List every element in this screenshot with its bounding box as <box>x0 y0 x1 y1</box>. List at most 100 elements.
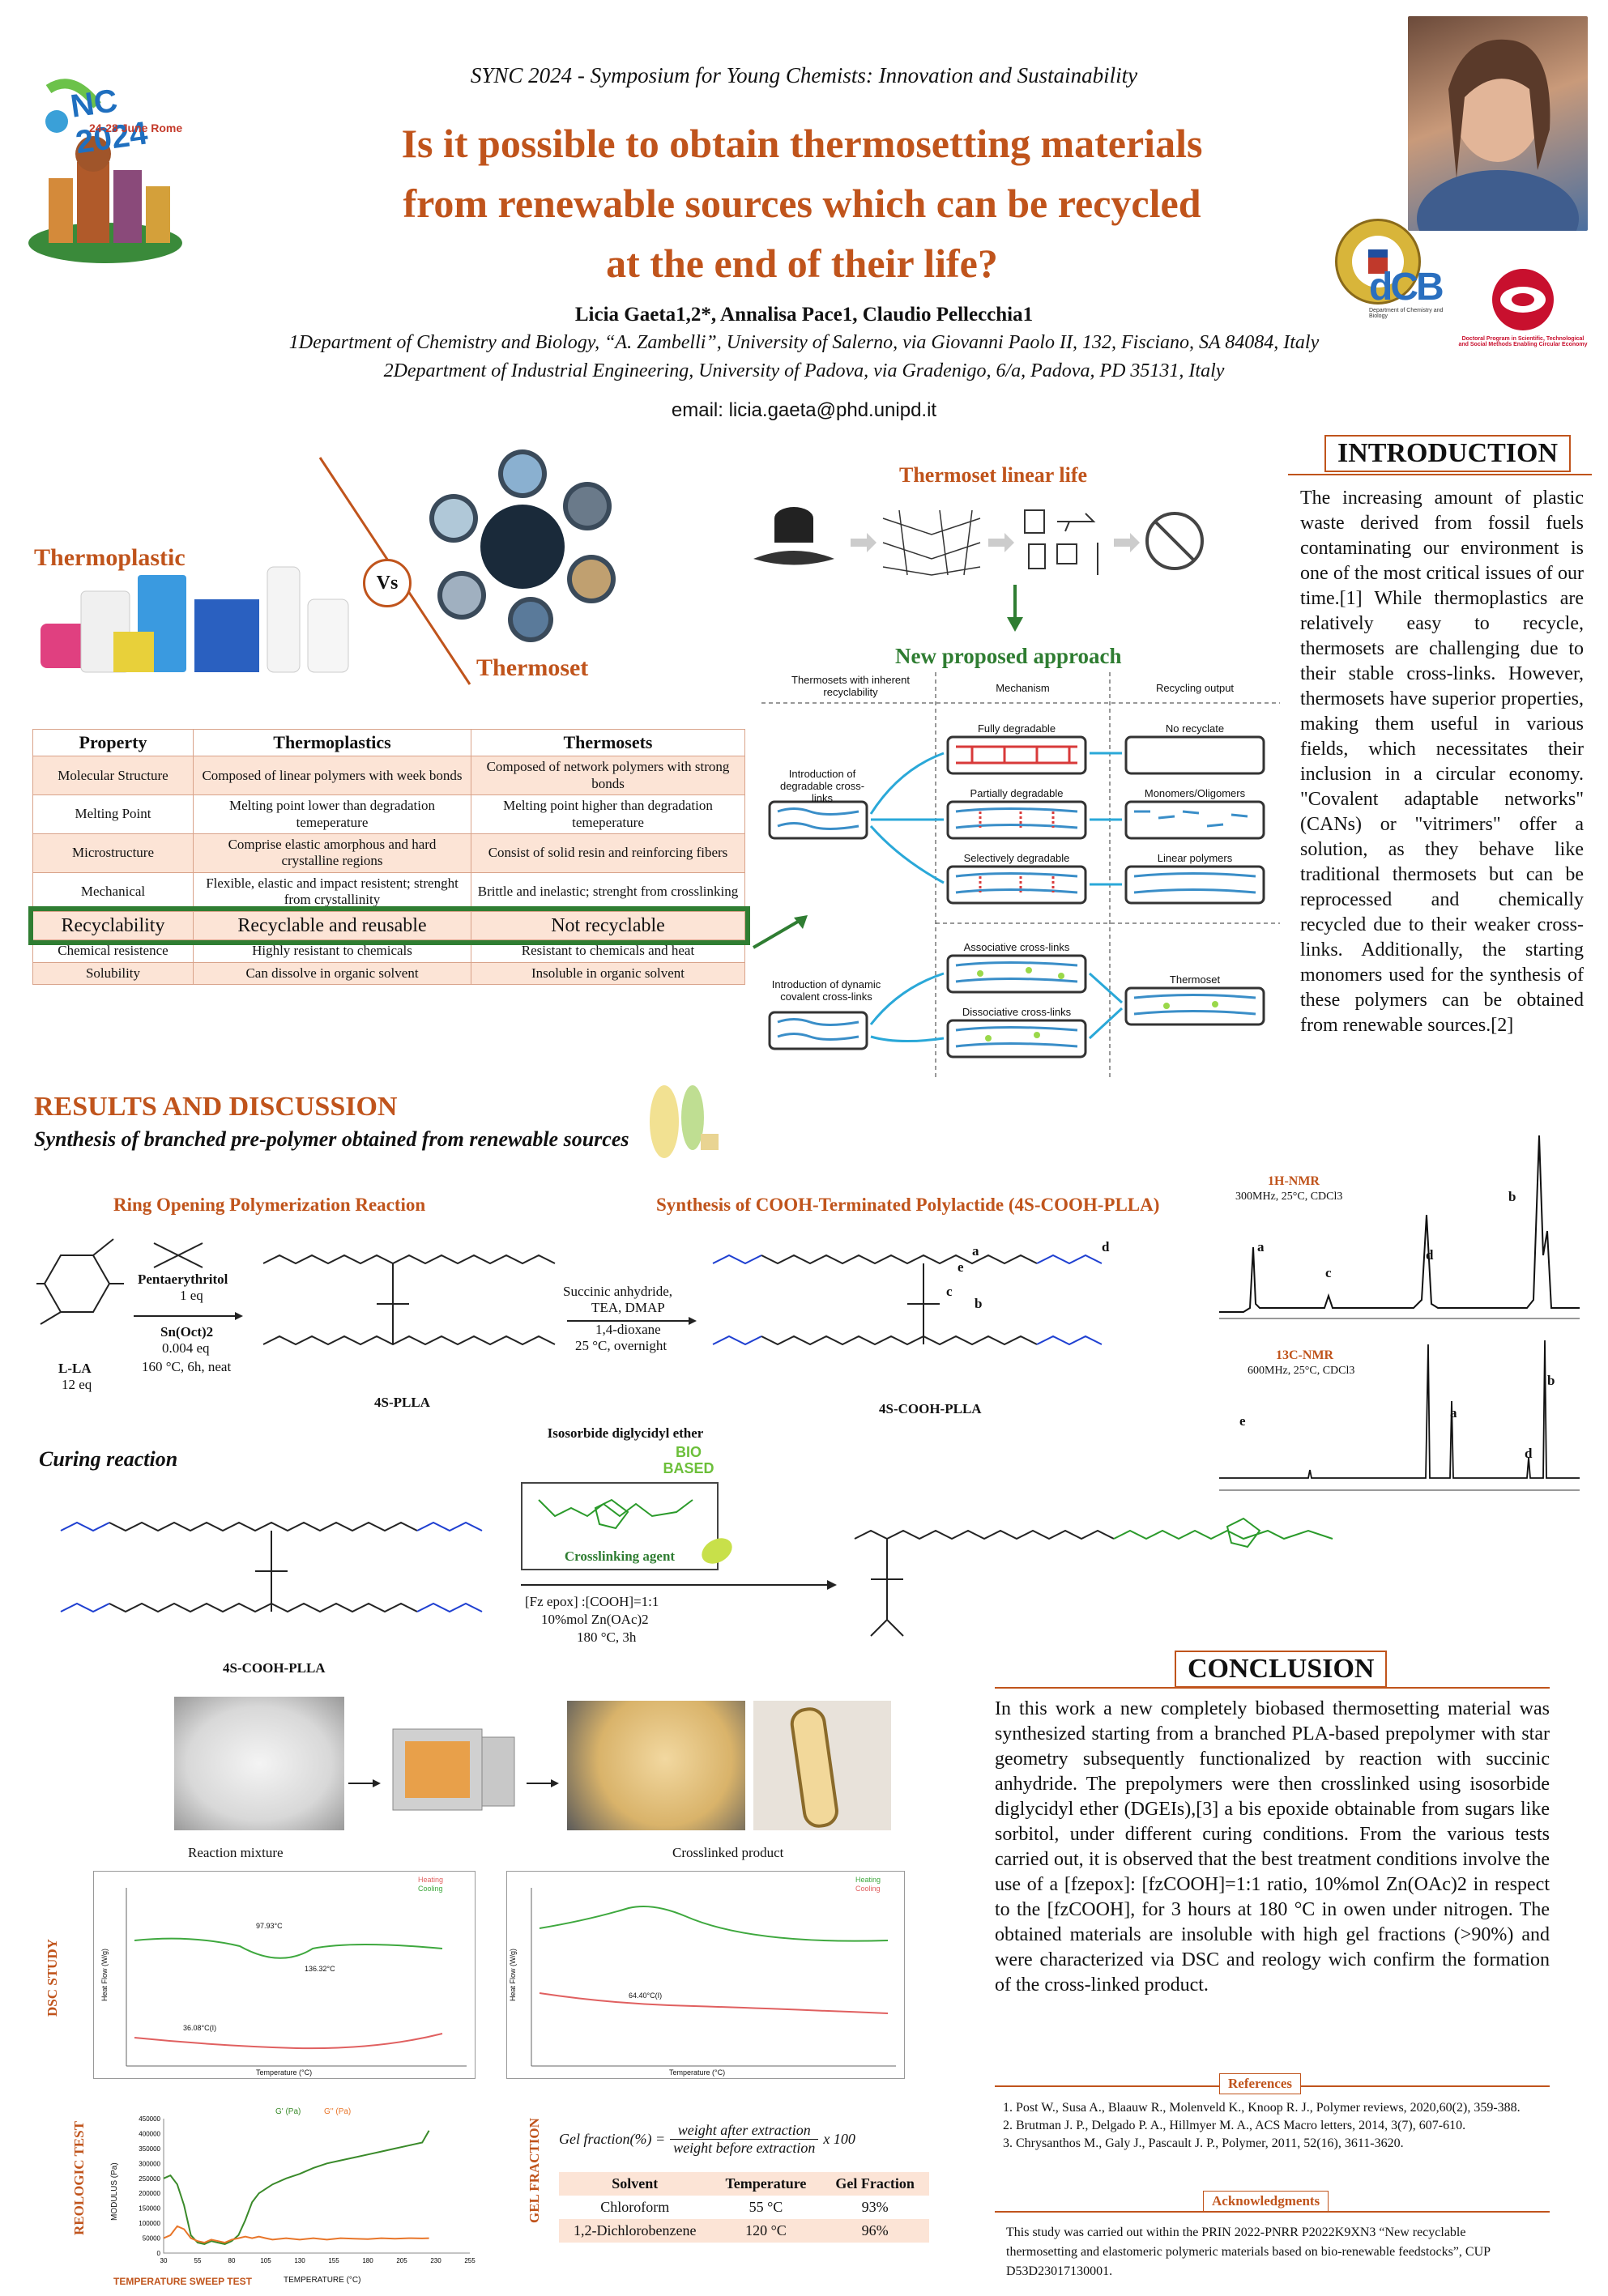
x-tick-label: 80 <box>228 2257 236 2264</box>
hnmr-spectrum <box>1219 1135 1580 1319</box>
reaction-arrow-1 <box>134 1312 243 1320</box>
y-tick-label: 250000 <box>139 2175 160 2183</box>
formula-numerator: weight after extraction <box>670 2122 819 2140</box>
output-thermoset: Thermoset <box>1169 973 1221 986</box>
mechanism-partially: Partially degradable <box>970 787 1064 799</box>
pentaerythritol-eq: 1 eq <box>180 1288 203 1303</box>
curing-cond-3: 180 °C, 3h <box>577 1629 637 1645</box>
title-line-1: Is it possible to obtain thermosetting m… <box>401 121 1203 166</box>
references-list: 1. Post W., Susa A., Blaauw R., Molenvel… <box>1003 2099 1546 2153</box>
y-tick-label: 100000 <box>139 2220 160 2227</box>
table-cell: Composed of linear polymers with week bo… <box>193 756 471 796</box>
table-cell: Recyclability <box>32 910 194 941</box>
reference-item: 1. Post W., Susa A., Blaauw R., Molenvel… <box>1003 2101 1521 2115</box>
x-tick-label: 230 <box>430 2257 441 2264</box>
table-cell: Resistant to chemicals and heat <box>471 939 745 963</box>
table-cell: Solubility <box>32 961 194 986</box>
reaction-arrow-3 <box>521 1580 837 1590</box>
acknowledgments-heading: Acknowledgments <box>1203 2191 1329 2212</box>
table-cell: Microstructure <box>32 833 194 873</box>
dsc1-ann-1: 97.93°C <box>256 1922 283 1930</box>
introduction-text: The increasing amount of plastic waste d… <box>1300 488 1584 1036</box>
curing-reactant-structure <box>60 1521 483 1613</box>
results-subheading: Synthesis of branched pre-polymer obtain… <box>34 1127 629 1151</box>
hnmr-peak-b: b <box>1508 1189 1516 1204</box>
peak-e-label: e <box>958 1259 964 1275</box>
gel-table: Solvent Temperature Gel Fraction Chlorof… <box>559 2172 929 2243</box>
reaction-mixture-photo <box>174 1697 344 1830</box>
dsc1-legend-heating: Heating <box>418 1876 444 1884</box>
network-icon <box>882 509 981 576</box>
corn-illustration <box>632 1073 721 1162</box>
hnmr-peak-a: a <box>1257 1239 1265 1254</box>
introduction-heading-rule <box>1288 474 1592 475</box>
contact-email: email: licia.gaeta@phd.unipd.it <box>671 399 937 421</box>
table-cell: Melting point lower than degradation tem… <box>193 794 471 834</box>
scheme-col2-header: Mechanism <box>996 682 1050 694</box>
scheme-col3-header: Recycling output <box>1155 682 1235 694</box>
4s-plla-structure <box>262 1254 556 1346</box>
acknowledgments-rule <box>995 2211 1550 2213</box>
gel-header: Temperature <box>725 2175 807 2192</box>
linear-life-diagram <box>745 494 1231 583</box>
dsc2-ann-4: 64.40°C(I) <box>629 1991 663 2000</box>
authors: Licia Gaeta1,2*, Annalisa Pace1, Claudio… <box>574 304 1034 326</box>
table-cell: Brittle and inelastic; strenght from cro… <box>471 871 745 912</box>
formula-fraction: weight after extraction weight before ex… <box>670 2122 819 2157</box>
catalyst-label: Sn(Oct)2 <box>160 1324 214 1340</box>
output-linear: Linear polymers <box>1157 852 1233 864</box>
x-tick-label: 130 <box>294 2257 305 2264</box>
formula-denominator: weight before extraction <box>673 2140 816 2156</box>
title-line-3: at the end of their life? <box>606 241 998 286</box>
rheo-label: REOLOGIC TEST <box>71 2121 87 2235</box>
properties-table: Property Thermoplastics Thermosets Molec… <box>28 728 750 986</box>
product-4s-cooh-plla: 4S-COOH-PLLA <box>879 1401 982 1416</box>
crosslinker-box: Crosslinking agent <box>521 1482 719 1570</box>
series-line-g-double-prime <box>163 2225 429 2244</box>
mechanism-fully: Fully degradable <box>977 722 1056 735</box>
cooh-cond-2: TEA, DMAP <box>591 1300 665 1315</box>
dsc2-legend-heating: Heating <box>855 1876 881 1884</box>
conclusion-heading: CONCLUSION <box>1175 1651 1388 1688</box>
x-tick-label: 105 <box>260 2257 271 2264</box>
product-4s-plla: 4S-PLLA <box>374 1395 430 1410</box>
hnmr-title: 1H-NMR <box>1268 1174 1320 1188</box>
x-tick-label: 255 <box>464 2257 476 2264</box>
y-tick-label: 400000 <box>139 2130 160 2137</box>
mechanism-selectively: Selectively degradable <box>963 852 1070 864</box>
pentaerythritol-structure <box>153 1242 203 1268</box>
rheo-xlabel: TEMPERATURE (°C) <box>284 2276 361 2285</box>
table-cell: Molecular Structure <box>32 756 194 796</box>
curing-title: Curing reaction <box>39 1447 178 1471</box>
gel-cell: 93% <box>861 2199 889 2215</box>
sync-logo-dates: 24-28 June Rome <box>89 121 183 134</box>
leaf-icon <box>697 1531 737 1571</box>
gel-cell: 55 °C <box>749 2199 783 2215</box>
cnmr-peak-e: e <box>1239 1413 1246 1429</box>
dsc2-ylabel: Heat Flow (W/g) <box>509 1948 517 2001</box>
crosslinked-photo-2 <box>753 1701 891 1830</box>
dsc1-ann-2: 136.32°C <box>305 1965 335 1973</box>
cnmr-title: 13C-NMR <box>1276 1348 1334 1362</box>
y-tick-label: 350000 <box>139 2145 160 2153</box>
table-cell: Chemical resistence <box>32 939 194 963</box>
oven-icon <box>389 1721 518 1814</box>
rheo-ylabel: MODULUS (Pa) <box>110 2162 119 2221</box>
peak-b-label: b <box>975 1296 983 1311</box>
peak-d-label: d <box>1102 1239 1110 1254</box>
scheme-row2-label: Introduction of dynamic covalent cross-l… <box>771 978 881 1003</box>
conclusion-heading-rule <box>995 1687 1550 1689</box>
gel-header-row: Solvent Temperature Gel Fraction <box>559 2172 929 2196</box>
oil-barrel-icon <box>753 507 834 565</box>
table-cell: Not recyclable <box>471 910 745 941</box>
table-cell: Can dissolve in organic solvent <box>193 961 471 986</box>
bio-based-badge: BIO BASED <box>663 1444 714 1476</box>
x-tick-label: 30 <box>160 2257 168 2264</box>
table-cell: Insoluble in organic solvent <box>471 961 745 986</box>
results-heading: RESULTS AND DISCUSSION <box>34 1092 398 1122</box>
reference-item: 3. Chrysanthos M., Galy J., Pascault J. … <box>1003 2136 1404 2150</box>
table-header-row: Property Thermoplastics Thermosets <box>32 728 745 757</box>
